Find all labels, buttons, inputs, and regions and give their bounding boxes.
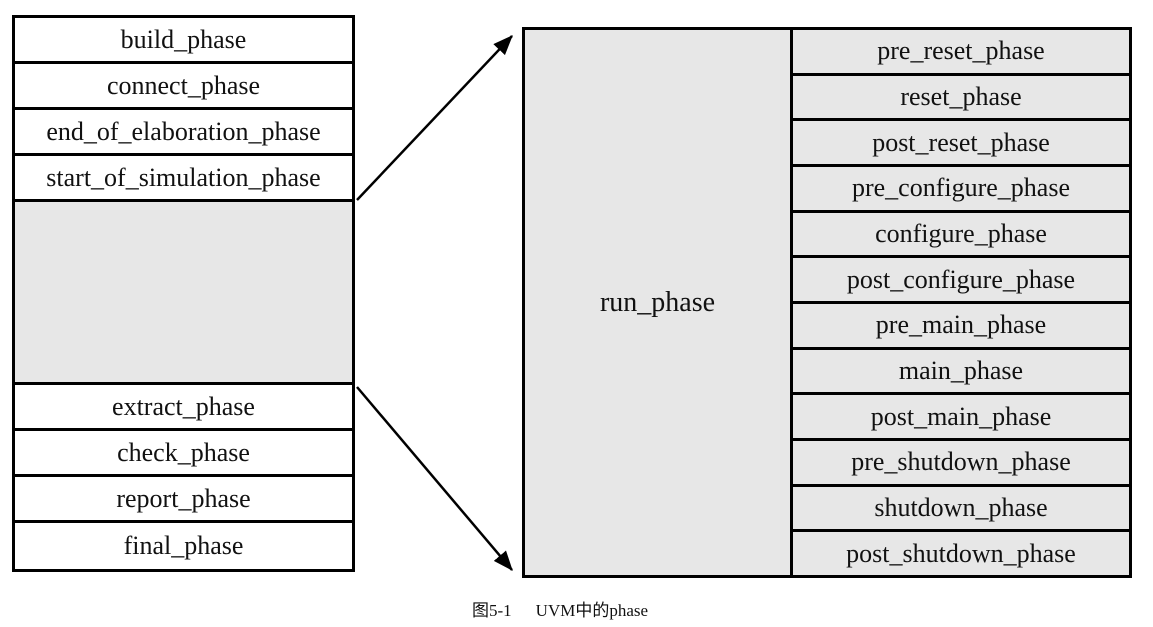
subphase-cell-reset: reset_phase: [793, 75, 1129, 122]
subphase-cell-pre-reset: pre_reset_phase: [793, 30, 1129, 76]
phase-cell-extract: extract_phase: [15, 385, 352, 431]
subphase-cell-post-shutdown: post_shutdown_phase: [793, 532, 1129, 576]
arrow-top: [356, 35, 513, 201]
run-subphase-column: pre_reset_phase reset_phase post_reset_p…: [793, 30, 1129, 576]
run-phase-cell: run_phase: [525, 30, 793, 575]
subphase-cell-main: main_phase: [793, 349, 1129, 396]
subphase-cell-post-reset: post_reset_phase: [793, 121, 1129, 168]
arrow-bottom: [356, 386, 513, 571]
phase-cell-end-of-elaboration: end_of_elaboration_phase: [15, 110, 352, 156]
phase-cell-start-of-simulation: start_of_simulation_phase: [15, 156, 352, 202]
phase-cell-final: final_phase: [15, 523, 352, 569]
run-phase-placeholder-block: [15, 202, 352, 385]
subphase-cell-configure: configure_phase: [793, 212, 1129, 259]
phase-list-table: build_phase connect_phase end_of_elabora…: [12, 15, 355, 572]
phase-cell-check: check_phase: [15, 431, 352, 477]
figure-caption: 图5-1 UVM中的phase: [472, 596, 648, 621]
subphase-cell-post-configure: post_configure_phase: [793, 258, 1129, 305]
figure-caption-number: 图5-1: [472, 601, 512, 620]
subphase-cell-post-main: post_main_phase: [793, 395, 1129, 442]
subphase-cell-pre-shutdown: pre_shutdown_phase: [793, 441, 1129, 487]
phase-cell-report: report_phase: [15, 477, 352, 523]
subphase-cell-pre-main: pre_main_phase: [793, 304, 1129, 350]
subphase-cell-pre-configure: pre_configure_phase: [793, 167, 1129, 213]
subphase-cell-shutdown: shutdown_phase: [793, 486, 1129, 533]
figure-caption-title: UVM中的phase: [535, 601, 649, 620]
phase-cell-connect: connect_phase: [15, 64, 352, 110]
run-phase-table: run_phase pre_reset_phase reset_phase po…: [522, 27, 1132, 578]
phase-cell-build: build_phase: [15, 18, 352, 64]
